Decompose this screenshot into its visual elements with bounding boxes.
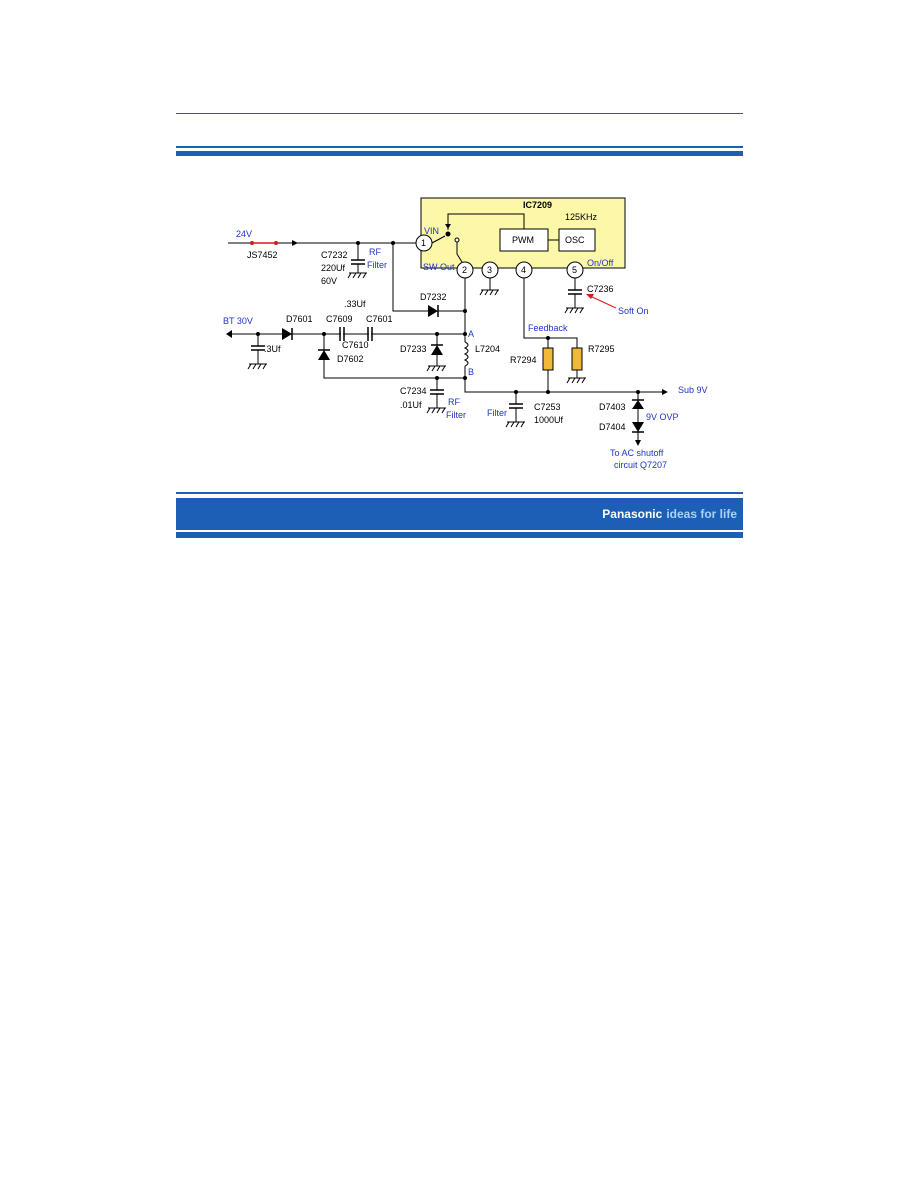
label-d7601: D7601 — [286, 314, 313, 324]
label-d7403: D7403 — [599, 402, 626, 412]
sw-out-label: SW Out — [423, 262, 455, 272]
label-rf-filter-1-line1: RF — [369, 247, 381, 257]
label-c7253-value: 1000Uf — [534, 415, 564, 425]
label-c7236: C7236 — [587, 284, 614, 294]
label-rf-filter-2-line2: Filter — [446, 410, 466, 420]
r7295 — [571, 347, 583, 371]
pin-5-label: 5 — [572, 265, 577, 275]
label-c7609: C7609 — [326, 314, 353, 324]
label-d7233: D7233 — [400, 344, 427, 354]
footer-thin-rule — [176, 492, 743, 494]
label-d7404: D7404 — [599, 422, 626, 432]
label-c7234-value: .01Uf — [400, 400, 422, 410]
label-sub9v: Sub 9V — [678, 385, 708, 395]
label-9v-ovp: 9V OVP — [646, 412, 679, 422]
label-bt30v: BT 30V — [223, 316, 253, 326]
label-rf-filter-1-line2: Filter — [367, 260, 387, 270]
header-rule-1 — [176, 146, 743, 148]
soft-on-arrow — [589, 295, 617, 309]
pin-1-label: 1 — [421, 238, 426, 248]
label-filter: Filter — [487, 408, 507, 418]
label-node-a: A — [468, 329, 474, 339]
label-node-b: B — [468, 367, 474, 377]
pin-2-label: 2 — [462, 265, 467, 275]
pin-3-label: 3 — [487, 265, 492, 275]
ic-name: IC7209 — [523, 200, 552, 210]
osc-label: OSC — [565, 235, 585, 245]
label-feedback: Feedback — [528, 323, 568, 333]
header-rule-2 — [176, 151, 743, 156]
footer-bottom-rule — [176, 532, 743, 538]
brand-name: Panasonic — [602, 507, 663, 521]
label-c7232: C7232 — [321, 250, 348, 260]
label-c7601: C7601 — [366, 314, 393, 324]
label-l7204: L7204 — [475, 344, 500, 354]
power-supply-schematic: IC7209 125KHz PWM OSC VIN SW Out On/Off … — [223, 197, 708, 470]
ic-frequency: 125KHz — [565, 212, 598, 222]
r7294 — [542, 347, 554, 371]
header-thin-rule — [176, 113, 743, 114]
label-24v: 24V — [236, 229, 252, 239]
label-js7452: JS7452 — [247, 250, 278, 260]
label-c7232-voltage: 60V — [321, 276, 337, 286]
label-c7232-value: 220Uf — [321, 263, 346, 273]
label-d7232: D7232 — [420, 292, 447, 302]
label-c7610: C7610 — [342, 340, 369, 350]
label-cap-3uf: .3Uf — [264, 344, 281, 354]
pwm-label: PWM — [512, 235, 534, 245]
label-r7294: R7294 — [510, 355, 537, 365]
label-c7253: C7253 — [534, 402, 561, 412]
label-cap-33uf: .33Uf — [344, 299, 366, 309]
label-shutoff-line1: To AC shutoff — [610, 448, 664, 458]
on-off-label: On/Off — [587, 258, 614, 268]
vin-label: VIN — [424, 226, 439, 236]
label-c7234: C7234 — [400, 386, 427, 396]
label-d7602: D7602 — [337, 354, 364, 364]
label-r7295: R7295 — [588, 344, 615, 354]
brand-tagline: ideas for life — [666, 507, 737, 521]
label-rf-filter-2-line1: RF — [448, 397, 460, 407]
pin-4-label: 4 — [521, 265, 526, 275]
label-soft-on: Soft On — [618, 306, 649, 316]
label-shutoff-line2: circuit Q7207 — [614, 460, 667, 470]
